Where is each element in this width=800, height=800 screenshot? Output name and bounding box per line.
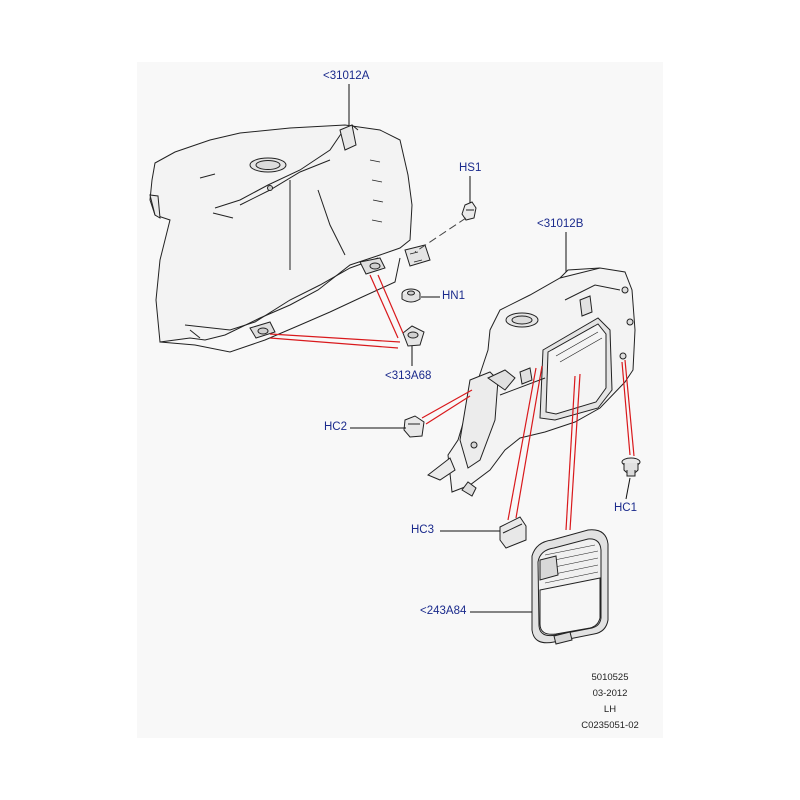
part-313a68[interactable] (402, 325, 425, 347)
hs1-assembly-axis (414, 217, 467, 253)
callout-leaders (348, 84, 631, 613)
diagram-side: LH (603, 704, 617, 715)
callout-243a84[interactable]: <243A84 (420, 605, 467, 617)
trim-panel-b[interactable] (427, 267, 636, 497)
callout-hc3[interactable]: HC3 (411, 524, 435, 536)
hs1-clip[interactable] (461, 201, 477, 221)
callout-hc1[interactable]: HC1 (614, 502, 638, 514)
hc1-push-pin[interactable] (621, 457, 641, 477)
diagram-code: C0235051-02 (581, 720, 639, 731)
callout-31012b[interactable]: <31012B (537, 218, 584, 230)
callout-hc2[interactable]: HC2 (324, 421, 348, 433)
hc2-clip[interactable] (403, 415, 425, 438)
hc3-clip[interactable] (499, 516, 527, 549)
hn1-nut[interactable] (401, 288, 421, 303)
callout-hs1[interactable]: HS1 (459, 162, 482, 174)
diagram-date: 03-2012 (592, 688, 628, 699)
callout-hn1[interactable]: HN1 (442, 290, 466, 302)
installation-leaders (269, 274, 635, 531)
trim-panel-a[interactable] (149, 124, 431, 353)
diagram-number: 5010525 (591, 672, 629, 683)
callout-31012a[interactable]: <31012A (323, 70, 370, 82)
part-243a84-cover[interactable] (531, 529, 609, 645)
callout-313a68[interactable]: <313A68 (385, 370, 432, 382)
